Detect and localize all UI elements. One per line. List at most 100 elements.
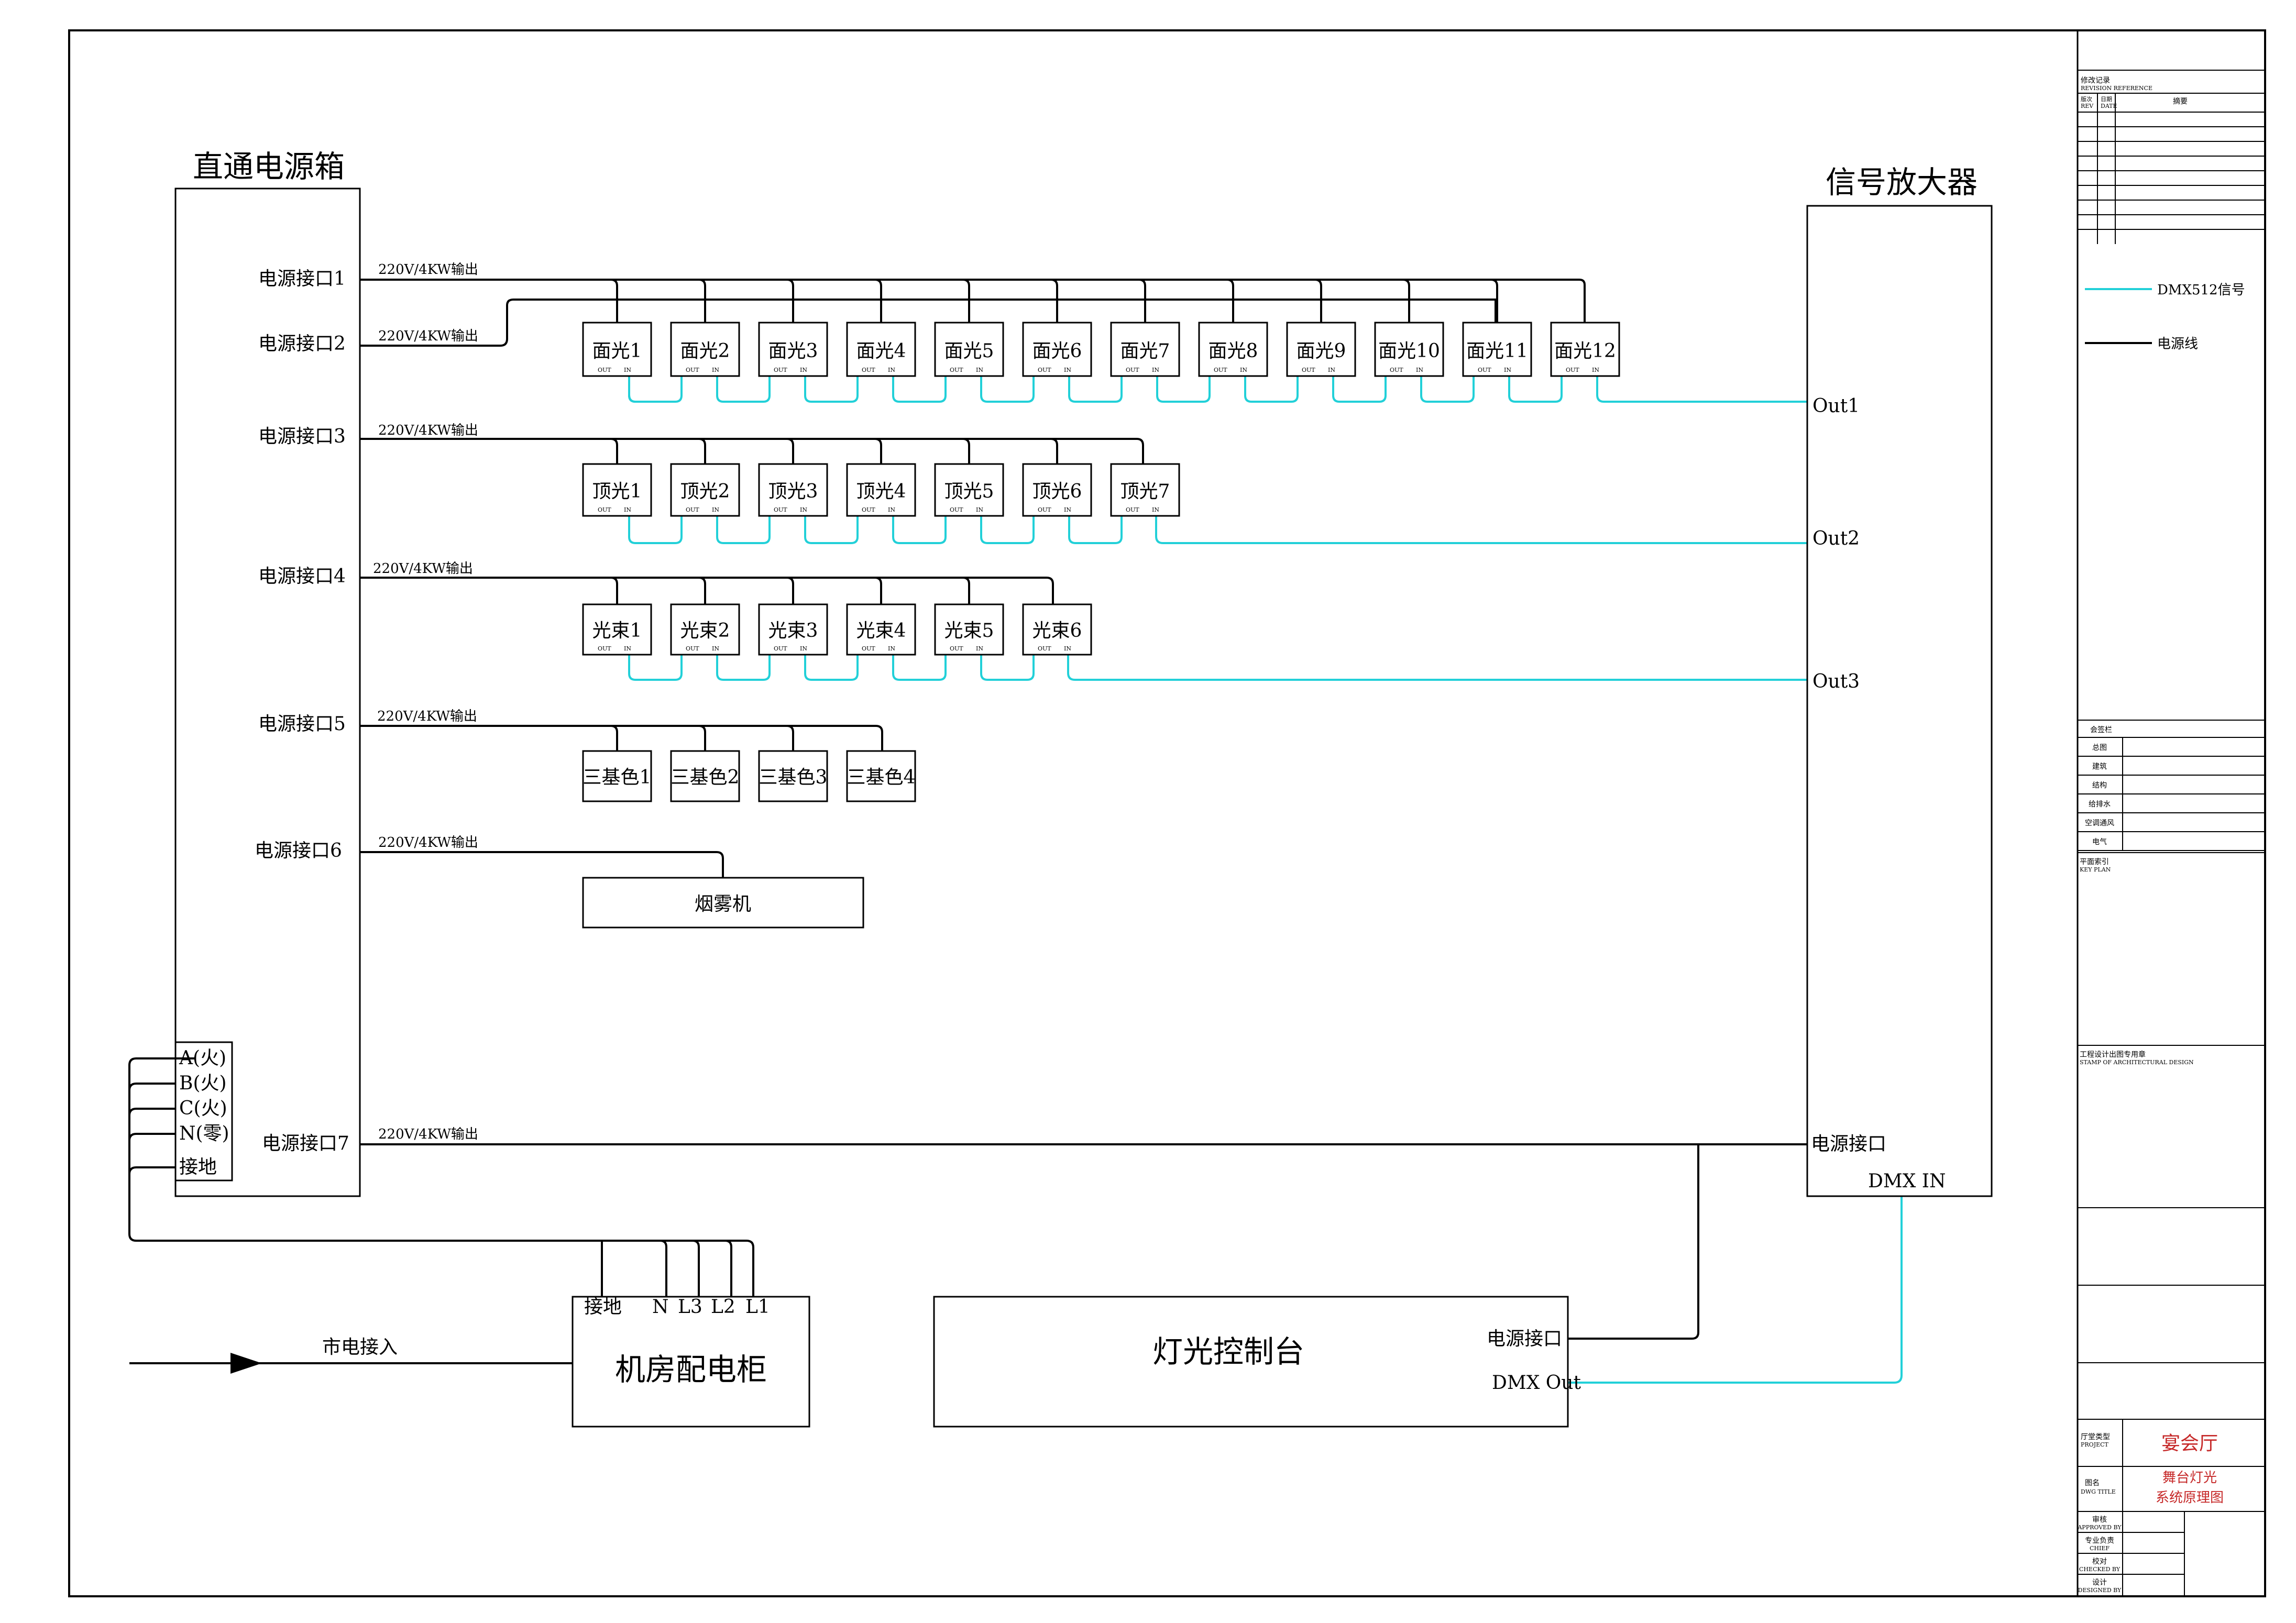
cabinet-frame — [572, 1296, 810, 1428]
power-drop — [962, 438, 970, 464]
beam-light-box — [758, 603, 828, 656]
project-label: 厅堂类型 — [2081, 1433, 2110, 1441]
power-drop — [610, 438, 618, 464]
face-light-box — [1198, 322, 1268, 377]
beam-light-label: 光束4 — [856, 620, 906, 642]
amplifier-out2: Out2 — [1812, 528, 1860, 549]
dmx-daisy-link — [980, 376, 1035, 403]
face-light-box — [1286, 322, 1356, 377]
project-value: 宴会厅 — [2161, 1433, 2218, 1454]
face-light-in-label: IN — [1064, 367, 1071, 373]
mains-bus-a — [128, 1057, 754, 1297]
top-light-box — [758, 463, 828, 517]
cab-drop-n — [654, 1240, 667, 1297]
top-light-label: 顶光6 — [1032, 481, 1082, 502]
power-drop — [698, 279, 706, 323]
top-light-in-label: IN — [1064, 506, 1071, 513]
face-light-in-label: IN — [1504, 367, 1511, 373]
rev-col-en: REV — [2081, 103, 2094, 109]
power-box: 直通电源箱 电源接口1 电源接口2 电源接口3 电源接口4 电源接口5 电源接口… — [174, 149, 478, 1197]
mains-arrow-icon — [230, 1353, 262, 1374]
approval-label: 审核 — [2092, 1516, 2107, 1524]
power-drop — [1314, 279, 1322, 323]
power-port-6: 电源接口6 — [255, 840, 342, 862]
top-light-in-label: IN — [712, 506, 719, 513]
rgb-light-label: 三基色1 — [583, 767, 652, 788]
dmx-daisy-link — [1068, 516, 1123, 544]
discipline-label: 总图 — [2092, 744, 2107, 752]
signal-out3-line — [1067, 655, 1807, 681]
face-light-box — [758, 322, 828, 377]
discipline-label: 结构 — [2092, 781, 2107, 790]
face-light-out-label: OUT — [1478, 367, 1491, 373]
face-light-label: 面光4 — [856, 340, 906, 362]
beam-light-in-label: IN — [624, 645, 631, 652]
face-light-in-label: IN — [712, 367, 719, 373]
power-drop — [962, 577, 970, 604]
top-light-label: 顶光5 — [944, 481, 994, 502]
mains-bus-n — [128, 1133, 175, 1141]
face-light-out-label: OUT — [1302, 367, 1315, 373]
key-plan-label: 平面索引 — [2080, 857, 2109, 866]
discipline-label: 电气 — [2092, 838, 2107, 846]
port-4-output-label: 220V/4KW输出 — [373, 561, 473, 577]
drawing-label: 图名 — [2085, 1479, 2100, 1487]
beam-light-box — [582, 603, 652, 656]
dmx-daisy-link — [892, 655, 947, 681]
top-light-out-label: OUT — [686, 506, 699, 513]
fog-machine-label: 烟雾机 — [695, 893, 751, 915]
face-light-out-label: OUT — [862, 367, 875, 373]
approval-label-en: APPROVED BY — [2077, 1524, 2122, 1531]
dmx-daisy-link — [1332, 376, 1387, 403]
rev-col: 版次 — [2081, 95, 2092, 103]
power-port-3: 电源接口3 — [258, 426, 346, 447]
top-light-in-label: IN — [888, 506, 895, 513]
dmx-line-console-to-amp — [1568, 1196, 1903, 1384]
power-drop — [874, 279, 882, 323]
project-label-en: PROJECT — [2081, 1441, 2109, 1448]
cab-drop-l3 — [686, 1240, 700, 1297]
top-light-label: 顶光4 — [856, 481, 906, 502]
power-drop — [874, 438, 882, 464]
title-block: 修改记录 REVISION REFERENCE 版次 REV 日期 DATE 摘… — [2077, 70, 2265, 1596]
beam-light-box — [934, 603, 1004, 656]
power-line-3 — [360, 438, 1144, 464]
power-box-title: 直通电源箱 — [193, 149, 345, 184]
face-light-box — [670, 322, 740, 377]
power-port-7: 电源接口7 — [262, 1133, 349, 1154]
approval-label: 设计 — [2092, 1578, 2107, 1587]
top-light-label: 顶光3 — [768, 481, 818, 502]
face-light-box — [1022, 322, 1092, 377]
cabinet-terminal-ground: 接地 — [584, 1296, 622, 1318]
face-light-label: 面光5 — [944, 340, 994, 362]
approval-label: 校对 — [2092, 1557, 2107, 1566]
top-light-label: 顶光2 — [680, 481, 730, 502]
drawing-label-en: DWG TITLE — [2081, 1488, 2116, 1495]
face-light-box — [582, 322, 652, 377]
dmx-daisy-link — [892, 516, 947, 544]
dmx-daisy-link — [716, 376, 771, 403]
top-light-out-label: OUT — [1126, 506, 1139, 513]
beam-light-in-label: IN — [888, 645, 895, 652]
face-light-out-label: OUT — [1038, 367, 1051, 373]
rgb-light-label: 三基色2 — [671, 767, 740, 788]
power-drop — [610, 577, 618, 604]
console-dmx-out: DMX Out — [1492, 1372, 1581, 1394]
top-light-in-label: IN — [976, 506, 983, 513]
signal-wiring — [628, 376, 1903, 1384]
top-light-box — [670, 463, 740, 517]
